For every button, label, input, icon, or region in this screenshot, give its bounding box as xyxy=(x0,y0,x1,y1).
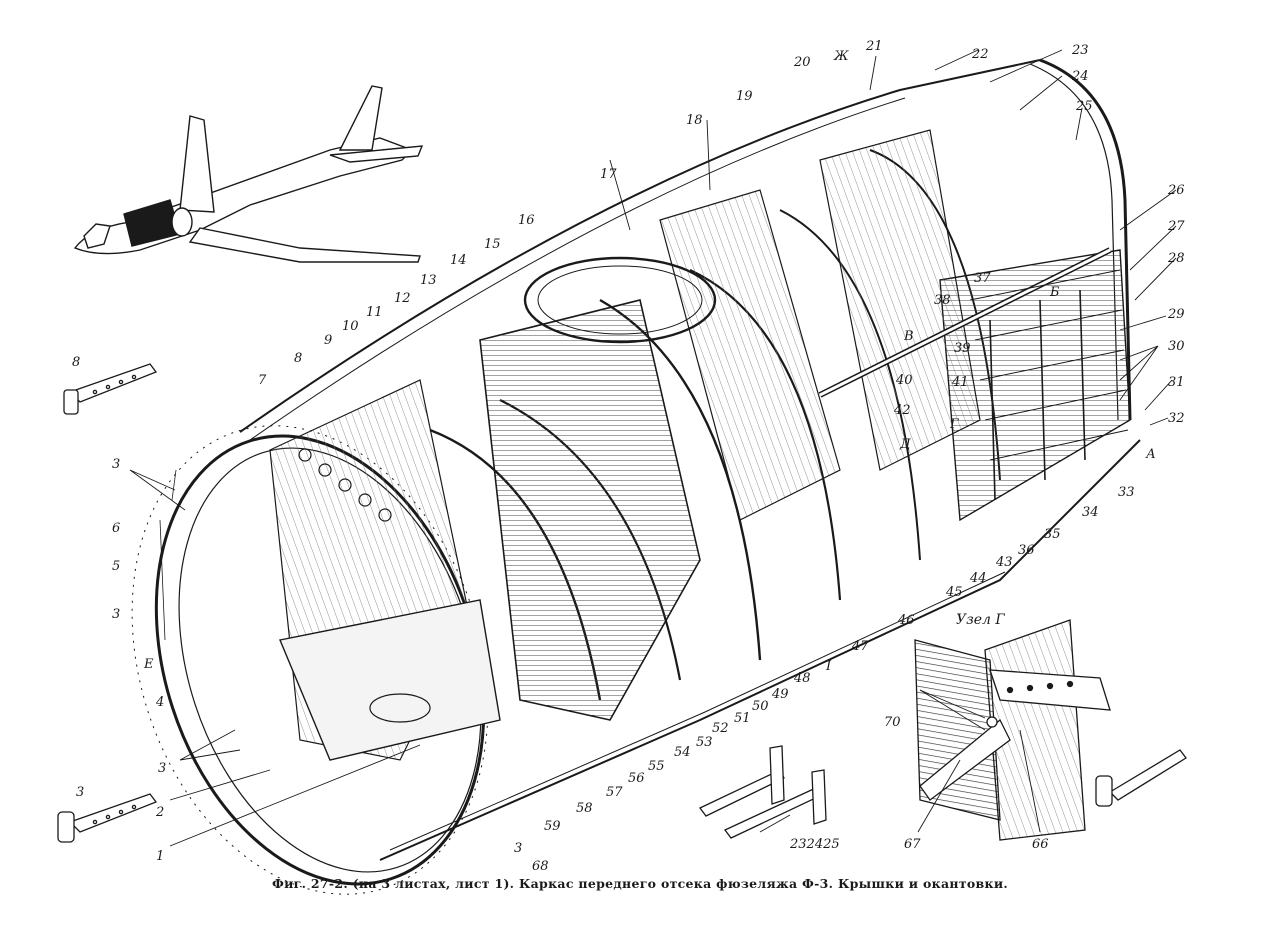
label-10: 10 xyxy=(342,319,359,334)
label-E: Е xyxy=(143,657,154,672)
label-3-bracket: 3 xyxy=(76,785,84,800)
inset-title: Узел Г xyxy=(956,612,1005,628)
label-6: 6 xyxy=(112,521,120,536)
label-9: 9 xyxy=(324,333,332,348)
fuselage-structure xyxy=(131,58,1141,895)
bracket-part-3-left xyxy=(57,793,158,843)
label-I: I xyxy=(825,659,832,674)
label-8: 8 xyxy=(294,351,302,366)
figure-caption: Фиг. 27-2. (на 3 листах, лист 1). Каркас… xyxy=(271,876,1009,891)
label-3d: 3 xyxy=(514,841,522,856)
label-35: 35 xyxy=(1044,527,1061,542)
label-25: 25 xyxy=(1075,99,1093,114)
aircraft-silhouette xyxy=(73,85,424,263)
label-1a: 1 xyxy=(156,849,164,864)
label-3a: 3 xyxy=(112,457,120,472)
label-57: 57 xyxy=(606,785,623,800)
label-11: 11 xyxy=(366,305,383,320)
label-59: 59 xyxy=(544,819,561,834)
label-43: 43 xyxy=(995,555,1013,570)
leader-lines xyxy=(129,49,1177,847)
label-16: 16 xyxy=(518,213,535,228)
label-23: 23 xyxy=(1071,43,1089,58)
label-3c: 3 xyxy=(158,761,166,776)
label-50: 50 xyxy=(752,699,769,714)
label-3b: 3 xyxy=(112,607,120,622)
label-40: 40 xyxy=(895,373,913,388)
label-46: 46 xyxy=(897,613,915,628)
label-44: 44 xyxy=(969,571,987,586)
label-27: 27 xyxy=(1167,219,1185,234)
label-26: 26 xyxy=(1167,183,1185,198)
label-56: 56 xyxy=(628,771,645,786)
label-5: 5 xyxy=(112,559,120,574)
bracket-part-66 xyxy=(1095,749,1187,807)
label-13: 13 xyxy=(420,273,437,288)
bracket-part-8 xyxy=(63,363,158,415)
label-18: 18 xyxy=(686,113,703,128)
label-21: 21 xyxy=(865,39,883,54)
label-8-bracket: 8 xyxy=(72,355,80,370)
label-232425: 232425 xyxy=(789,837,840,852)
label-39: 39 xyxy=(954,341,971,356)
label-48: 48 xyxy=(793,671,811,686)
label-Zh: Ж xyxy=(833,49,849,64)
label-66: 66 xyxy=(1032,837,1049,852)
label-28: 28 xyxy=(1167,251,1185,266)
label-41: 41 xyxy=(951,375,969,390)
label-31: 31 xyxy=(1168,375,1185,390)
label-14: 14 xyxy=(450,253,467,268)
label-42: 42 xyxy=(893,403,911,418)
label-20: 20 xyxy=(793,55,811,70)
label-19: 19 xyxy=(736,89,753,104)
label-68: 68 xyxy=(532,859,549,874)
label-17: 17 xyxy=(600,167,617,182)
label-67: 67 xyxy=(904,837,921,852)
label-32: 32 xyxy=(1168,411,1185,426)
label-33: 33 xyxy=(1118,485,1135,500)
label-70: 70 xyxy=(884,715,901,730)
inset-node-g xyxy=(914,619,1111,841)
label-12: 12 xyxy=(394,291,411,306)
label-29: 29 xyxy=(1167,307,1185,322)
label-58: 58 xyxy=(576,801,593,816)
label-4: 4 xyxy=(155,695,164,710)
label-15: 15 xyxy=(484,237,501,252)
part-labels: 8 3 6 5 3 Е 4 3 2 1 3 7 8 9 10 11 12 13 … xyxy=(72,39,1185,874)
label-V: В xyxy=(903,329,914,344)
label-34: 34 xyxy=(1082,505,1099,520)
label-24: 24 xyxy=(1071,69,1089,84)
label-30: 30 xyxy=(1168,339,1185,354)
label-55: 55 xyxy=(648,759,665,774)
label-G: Г xyxy=(949,417,959,432)
label-49: 49 xyxy=(771,687,789,702)
label-A: А xyxy=(1145,447,1156,462)
label-51: 51 xyxy=(734,711,751,726)
label-B: Б xyxy=(1049,285,1060,300)
label-45: 45 xyxy=(945,585,963,600)
label-38: 38 xyxy=(934,293,951,308)
label-D: Д xyxy=(899,437,911,452)
label-37: 37 xyxy=(974,271,991,286)
label-52: 52 xyxy=(712,721,729,736)
label-47: 47 xyxy=(851,639,869,654)
bracket-part-232425 xyxy=(699,745,827,839)
label-7: 7 xyxy=(258,373,267,388)
label-53: 53 xyxy=(696,735,713,750)
label-54: 54 xyxy=(674,745,691,760)
label-22: 22 xyxy=(971,47,989,62)
label-36: 36 xyxy=(1018,543,1035,558)
label-2: 2 xyxy=(155,805,164,820)
